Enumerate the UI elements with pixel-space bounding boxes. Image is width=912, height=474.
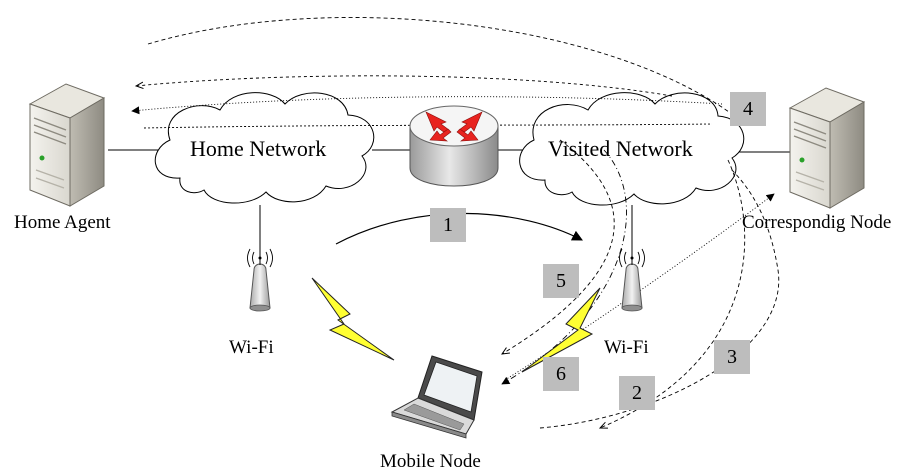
step-4-badge: 4	[730, 92, 766, 126]
home-network-label: Home Network	[190, 136, 327, 161]
step-2-badge: 2	[619, 376, 655, 410]
lightning-bolt-right-icon	[521, 287, 601, 373]
visited-network-label: Visited Network	[548, 136, 693, 161]
correspondent-node-label: Correspondig Node	[742, 212, 892, 233]
links	[108, 149, 790, 255]
lightning-bolt-left-icon	[311, 277, 395, 361]
wifi-access-point-left-icon	[247, 248, 273, 312]
home-network-cloud	[154, 92, 375, 204]
path-top-arc	[147, 17, 741, 121]
step-3-badge: 3	[714, 340, 750, 374]
laptop-mobile-node-icon	[390, 355, 483, 439]
step-5-badge: 5	[543, 264, 579, 298]
mobile-node-label: Mobile Node	[380, 451, 481, 472]
correspondent-node-server-icon	[788, 87, 866, 209]
path-dashed-to-mn	[502, 139, 615, 354]
step-1-badge: 1	[430, 208, 466, 242]
step-6-badge: 6	[543, 357, 579, 391]
wifi-left-label: Wi-Fi	[229, 337, 274, 358]
path-tunnel-to-ha	[131, 96, 723, 115]
handover-arrow	[335, 212, 583, 245]
router-icon	[409, 105, 499, 187]
home-agent-label: Home Agent	[14, 212, 111, 233]
wifi-right-label: Wi-Fi	[604, 337, 649, 358]
home-agent-server-icon	[28, 83, 106, 207]
wifi-access-point-right-icon	[619, 248, 645, 312]
path-3	[539, 167, 780, 429]
path-open-arrow-to-ha	[136, 75, 673, 97]
